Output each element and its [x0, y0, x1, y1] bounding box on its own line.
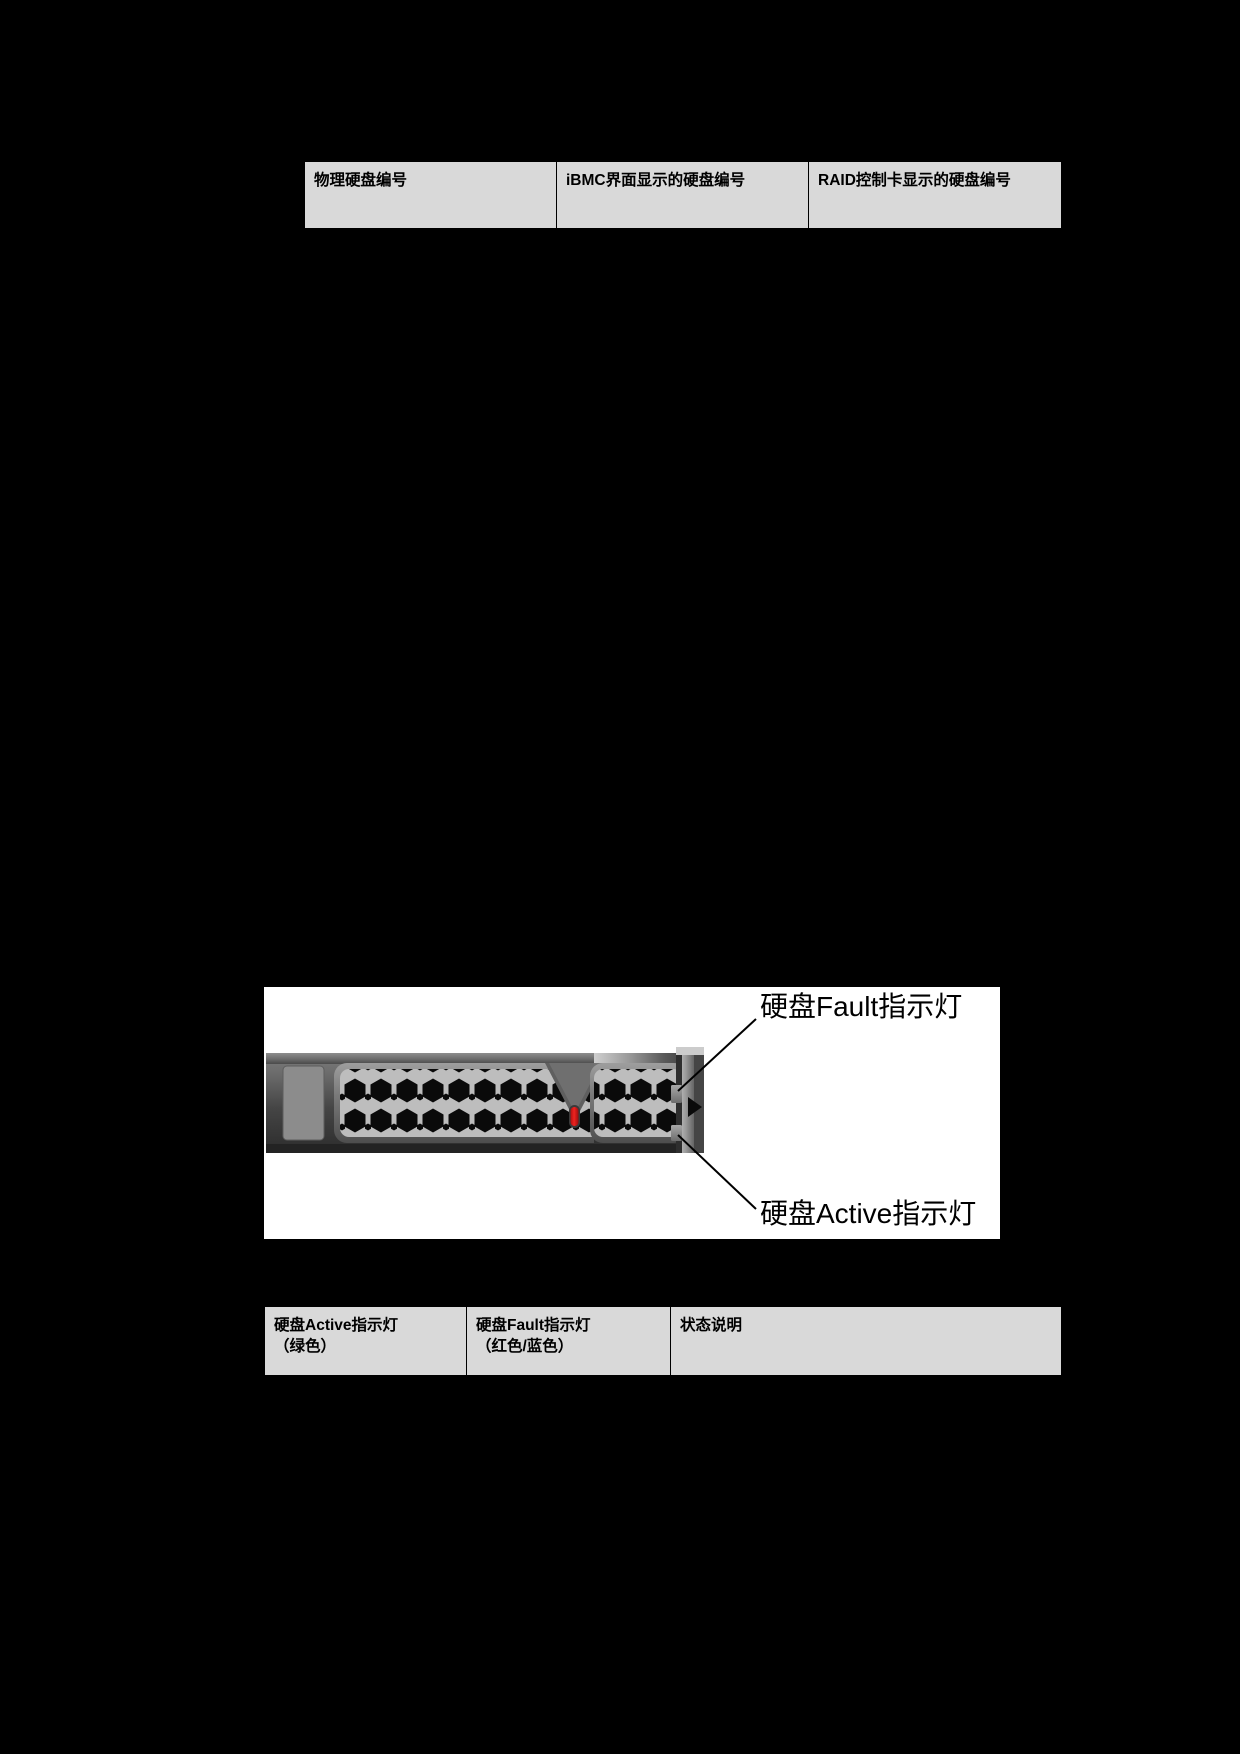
eject-arrow-icon: [688, 1097, 702, 1117]
indicator-status-table: 硬盘Active指示灯 （绿色） 硬盘Fault指示灯 （红色/蓝色） 状态说明: [264, 1306, 1062, 1376]
fault-led-red: [570, 1107, 579, 1126]
end-cap-inner-shadow: [676, 1055, 682, 1153]
drive-handle-latch: [282, 1065, 325, 1141]
header-line-1: 硬盘Active指示灯: [274, 1317, 399, 1334]
table-header-row: 物理硬盘编号 iBMC界面显示的硬盘编号 RAID控制卡显示的硬盘编号: [304, 161, 1062, 229]
disk-indicator-figure: 硬盘Fault指示灯 硬盘Active指示灯: [264, 987, 1000, 1239]
header-line-2: （绿色）: [274, 1338, 337, 1356]
physical-disk-mapping-table: 物理硬盘编号 iBMC界面显示的硬盘编号 RAID控制卡显示的硬盘编号: [304, 161, 1062, 229]
right-bezel-bottom: [594, 1144, 694, 1153]
column-header-fault-indicator: 硬盘Fault指示灯 （红色/蓝色）: [466, 1306, 671, 1376]
leader-line-fault: [677, 1018, 757, 1092]
callout-label-fault-indicator: 硬盘Fault指示灯: [760, 991, 963, 1022]
column-header-physical-disk-number: 物理硬盘编号: [304, 161, 557, 229]
drive-end-cap: [671, 1047, 704, 1153]
bezel-center-notch-highlight: [549, 1063, 601, 1107]
callout-label-active-indicator: 硬盘Active指示灯: [760, 1198, 977, 1229]
header-line-1: 硬盘Fault指示灯: [476, 1317, 591, 1334]
right-bezel-top: [594, 1053, 694, 1063]
bezel-bottom-edge: [266, 1144, 680, 1153]
mesh-grille-right: [594, 1069, 682, 1137]
header-line-2: （红色/蓝色）: [476, 1338, 574, 1356]
column-header-active-indicator: 硬盘Active指示灯 （绿色）: [264, 1306, 467, 1376]
table-header-row: 硬盘Active指示灯 （绿色） 硬盘Fault指示灯 （红色/蓝色） 状态说明: [264, 1306, 1062, 1376]
end-cap-top-highlight: [676, 1047, 704, 1055]
end-cap-outer-face: [694, 1055, 704, 1153]
bezel-top-highlight: [266, 1053, 680, 1064]
disk-drive-illustration: [264, 987, 1000, 1239]
column-header-status-description: 状态说明: [670, 1306, 1062, 1376]
column-header-ibmc-disk-number: iBMC界面显示的硬盘编号: [556, 161, 809, 229]
column-header-raid-disk-number: RAID控制卡显示的硬盘编号: [808, 161, 1062, 229]
leader-line-active: [677, 1134, 757, 1210]
